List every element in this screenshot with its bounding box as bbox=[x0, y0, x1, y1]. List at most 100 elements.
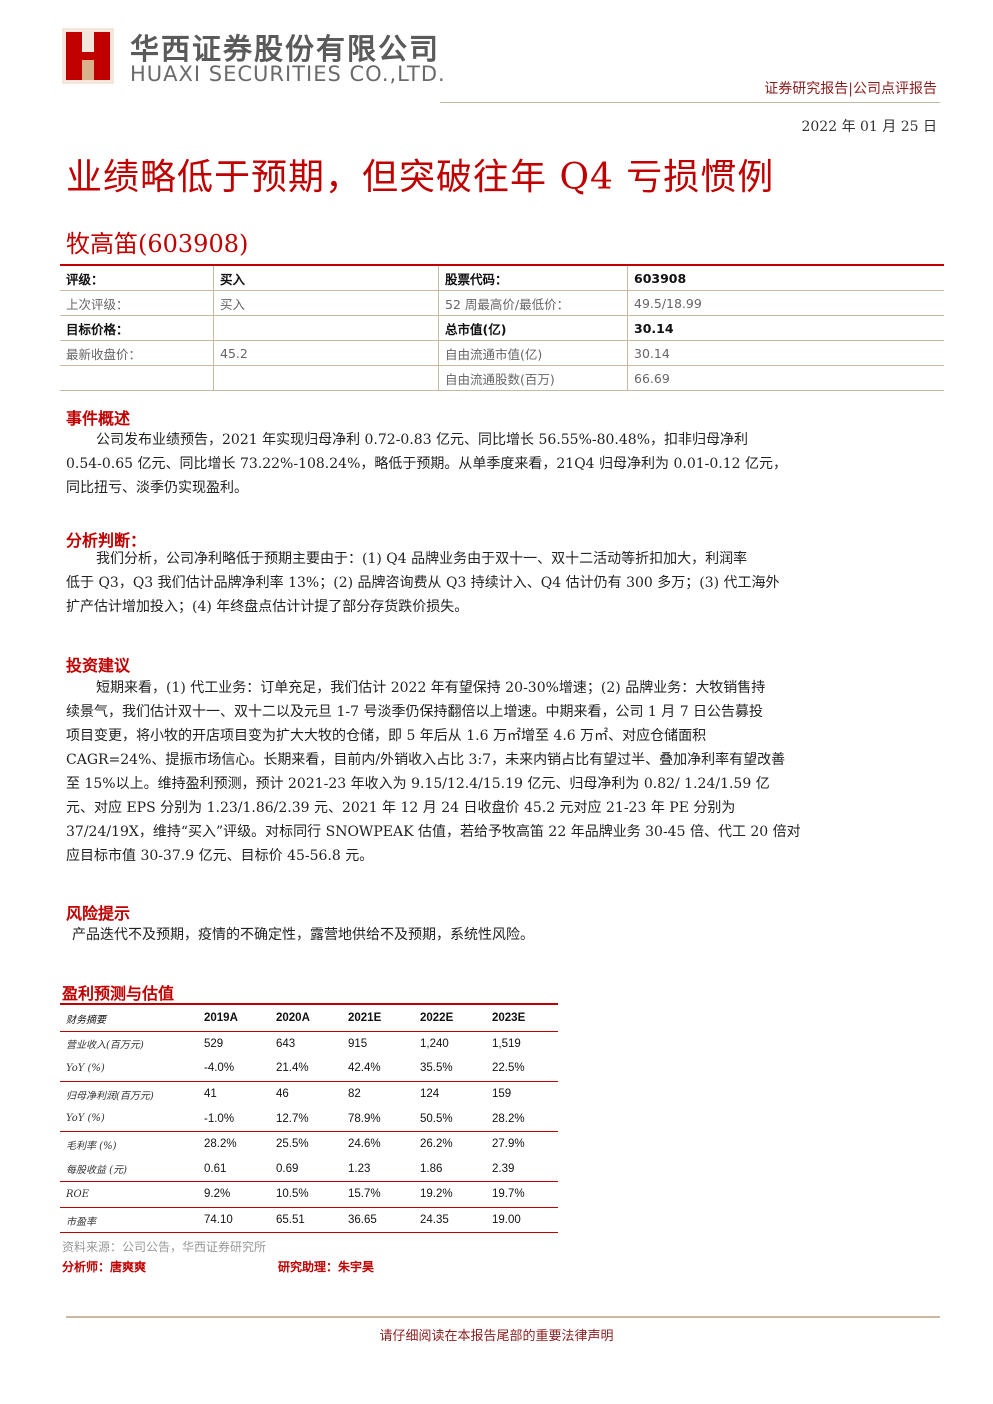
table-header-cell: 财务摘要 bbox=[66, 1014, 106, 1026]
table-row: 每股收益 (元) 0.61 0.69 1.23 1.86 2.39 bbox=[60, 1157, 558, 1182]
table-cell: 10.5% bbox=[270, 1181, 342, 1208]
info-label bbox=[60, 365, 214, 391]
table-header-cell: 2022E bbox=[420, 1012, 454, 1025]
text-line: 短期来看，(1) 代工业务：订单充足，我们估计 2022 年有望保持 20-30… bbox=[96, 680, 766, 696]
table-cell: 0.69 bbox=[276, 1162, 299, 1175]
forecast-title-rule bbox=[60, 1003, 558, 1005]
table-header-cell: 2019A bbox=[204, 1012, 238, 1025]
text-line: 0.54-0.65 亿元、同比增长 73.22%-108.24%，略低于预期。从… bbox=[66, 456, 787, 472]
investment-paragraph: 短期来看，(1) 代工业务：订单充足，我们估计 2022 年有望保持 20-30… bbox=[66, 676, 936, 868]
table-cell: 22.5% bbox=[492, 1062, 525, 1075]
row-label: 毛利率 (%) bbox=[60, 1130, 198, 1157]
info-label: 最新收盘价： bbox=[60, 340, 214, 366]
info-label: 自由流通市值(亿) bbox=[438, 340, 628, 366]
table-cell: 9.2% bbox=[198, 1181, 270, 1208]
footer-divider bbox=[66, 1316, 940, 1318]
table-cell: 19.00 bbox=[486, 1206, 558, 1234]
analysis-paragraph: 我们分析，公司净利略低于预期主要由于：(1) Q4 品牌业务由于双十一、双十二活… bbox=[66, 547, 936, 619]
table-cell: 65.51 bbox=[270, 1206, 342, 1234]
section-heading-analysis: 分析判断： bbox=[66, 531, 147, 550]
table-cell: 1.86 bbox=[420, 1162, 443, 1175]
event-paragraph: 公司发布业绩预告，2021 年实现归母净利 0.72-0.83 亿元、同比增长 … bbox=[66, 428, 936, 500]
stock-info-table: 评级： 买入 股票代码： 603908 上次评级： 买入 52 周最高价/最低价… bbox=[60, 264, 944, 391]
table-cell: 19.7% bbox=[486, 1181, 558, 1208]
info-value: 49.5/18.99 bbox=[627, 290, 944, 316]
table-header-cell: 2020A bbox=[276, 1012, 310, 1025]
table-cell: 24.6% bbox=[342, 1130, 414, 1157]
table-cell: 28.2% bbox=[198, 1130, 270, 1157]
company-name-cn: 华西证券股份有限公司 bbox=[130, 32, 441, 66]
table-cell: 50.5% bbox=[420, 1112, 453, 1125]
table-cell: 124 bbox=[414, 1080, 486, 1107]
table-cell: 12.7% bbox=[276, 1112, 309, 1125]
report-date: 2022 年 01 月 25 日 bbox=[801, 119, 937, 135]
table-cell: 28.2% bbox=[492, 1112, 525, 1125]
table-cell: 46 bbox=[270, 1080, 342, 1107]
legal-notice-footer: 请仔细阅读在本报告尾部的重要法律声明 bbox=[379, 1329, 614, 1344]
text-line: 我们分析，公司净利略低于预期主要由于：(1) Q4 品牌业务由于双十一、双十二活… bbox=[96, 551, 748, 567]
stock-name: 牧高笛(603908) bbox=[66, 230, 249, 258]
text-line: 元、对应 EPS 分别为 1.23/1.86/2.39 元、2021 年 12 … bbox=[66, 800, 736, 816]
table-header-cell: 2021E bbox=[348, 1012, 382, 1025]
text-line: 低于 Q3，Q3 我们估计品牌净利率 13%；(2) 品牌咨询费从 Q3 持续计… bbox=[66, 575, 780, 591]
huaxi-logo-icon bbox=[62, 28, 114, 84]
text-line: 应目标市值 30-37.9 亿元、目标价 45-56.8 元。 bbox=[66, 848, 374, 864]
text-line: 37/24/19X，维持“买入”评级。对标同行 SNOWPEAK 估值，若给予牧… bbox=[66, 824, 801, 840]
info-row: 评级： 买入 股票代码： 603908 bbox=[60, 264, 944, 291]
forecast-title: 盈利预测与估值 bbox=[62, 984, 175, 1003]
table-cell: 159 bbox=[486, 1080, 558, 1107]
text-line: 产品迭代不及预期，疫情的不确定性，露营地供给不及预期，系统性风险。 bbox=[72, 927, 534, 943]
row-label: 归母净利润(百万元) bbox=[60, 1080, 198, 1107]
header-divider bbox=[440, 102, 940, 103]
table-cell: 643 bbox=[270, 1030, 342, 1057]
text-line: 同比扭亏、淡季仍实现盈利。 bbox=[66, 480, 248, 496]
table-row: 营业收入(百万元) 529 643 915 1,240 1,519 bbox=[60, 1030, 558, 1057]
info-label: 上次评级： bbox=[60, 290, 214, 316]
row-label: YoY (%) bbox=[66, 1113, 105, 1125]
risk-paragraph: 产品迭代不及预期，疫情的不确定性，露营地供给不及预期，系统性风险。 bbox=[66, 923, 936, 947]
table-cell: 1,240 bbox=[414, 1030, 486, 1057]
table-row: 市盈率 74.10 65.51 36.65 24.35 19.00 bbox=[60, 1206, 558, 1234]
research-assistant-name: 研究助理：朱宇昊 bbox=[278, 1260, 375, 1274]
table-cell: 21.4% bbox=[276, 1062, 309, 1075]
table-cell: 82 bbox=[342, 1080, 414, 1107]
info-label: 目标价格： bbox=[60, 315, 214, 341]
row-label: ROE bbox=[60, 1181, 198, 1208]
table-cell: 529 bbox=[198, 1030, 270, 1057]
table-cell: 1,519 bbox=[486, 1030, 558, 1057]
info-row: 最新收盘价： 45.2 自由流通市值(亿) 30.14 bbox=[60, 340, 944, 366]
info-value: 30.14 bbox=[627, 315, 944, 341]
table-cell: 35.5% bbox=[420, 1062, 453, 1075]
table-cell: 78.9% bbox=[348, 1112, 381, 1125]
text-line: 公司发布业绩预告，2021 年实现归母净利 0.72-0.83 亿元、同比增长 … bbox=[96, 432, 748, 448]
table-cell: 74.10 bbox=[198, 1206, 270, 1234]
section-heading-investment: 投资建议 bbox=[66, 656, 131, 675]
table-cell: 24.35 bbox=[414, 1206, 486, 1234]
info-value: 30.14 bbox=[627, 340, 944, 366]
section-heading-risk: 风险提示 bbox=[66, 904, 131, 923]
table-cell: 41 bbox=[198, 1080, 270, 1107]
info-row: 上次评级： 买入 52 周最高价/最低价： 49.5/18.99 bbox=[60, 290, 944, 316]
info-label: 52 周最高价/最低价： bbox=[438, 290, 628, 316]
section-heading-event: 事件概述 bbox=[66, 409, 131, 428]
company-name-en: HUAXI SECURITIES CO.,LTD. bbox=[130, 62, 446, 86]
info-value bbox=[213, 365, 439, 391]
info-value: 603908 bbox=[627, 264, 944, 291]
table-cell: 25.5% bbox=[270, 1130, 342, 1157]
info-value: 买入 bbox=[213, 290, 439, 316]
info-label: 自由流通股数(百万) bbox=[438, 365, 628, 391]
info-label: 股票代码： bbox=[438, 264, 628, 291]
info-label: 评级： bbox=[60, 264, 214, 291]
row-label: 市盈率 bbox=[60, 1206, 198, 1234]
text-line: 项目变更，将小牧的开店项目变为扩大大牧的仓储，即 5 年后从 1.6 万㎡增至 … bbox=[66, 728, 707, 744]
text-line: 至 15%以上。维持盈利预测，预计 2021-23 年收入为 9.15/12.4… bbox=[66, 776, 770, 792]
table-cell: 1.23 bbox=[348, 1162, 371, 1175]
table-row: 毛利率 (%) 28.2% 25.5% 24.6% 26.2% 27.9% bbox=[60, 1130, 558, 1157]
table-cell: 2.39 bbox=[492, 1162, 515, 1175]
text-line: 续景气，我们估计双十一、双十二以及元旦 1-7 号淡季仍保持翻倍以上增速。中期来… bbox=[66, 704, 764, 720]
info-row: 目标价格： 总市值(亿) 30.14 bbox=[60, 315, 944, 341]
table-row: YoY (%) -4.0% 21.4% 42.4% 35.5% 22.5% bbox=[60, 1056, 558, 1081]
table-row: YoY (%) -1.0% 12.7% 78.9% 50.5% 28.2% bbox=[60, 1106, 558, 1131]
info-row: 自由流通股数(百万) 66.69 bbox=[60, 365, 944, 391]
table-header-cell: 2023E bbox=[492, 1012, 526, 1025]
